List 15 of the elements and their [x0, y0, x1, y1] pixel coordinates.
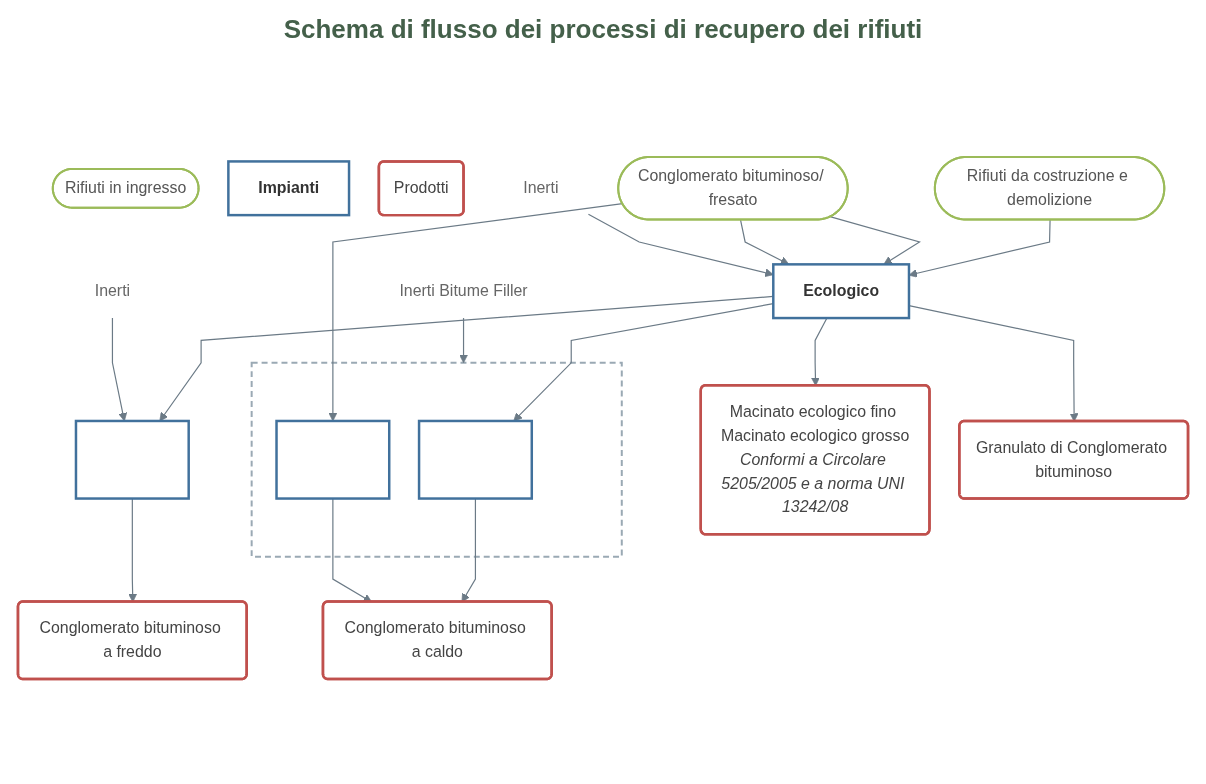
node-text: Inerti	[94, 282, 131, 300]
diagram-title: Schema di flusso dei processi di recupero dei rifiuti	[282, 14, 924, 45]
node-text: Inerti Bitume Filler	[399, 282, 528, 300]
node-box: Ecologico	[772, 263, 911, 320]
node-box	[275, 419, 391, 500]
arrow	[459, 317, 468, 364]
node-box: Impianti	[227, 160, 351, 217]
arrow	[587, 213, 774, 278]
cluster	[250, 361, 623, 558]
node-box	[417, 419, 534, 500]
node-text: Inerti	[523, 179, 559, 197]
node-box	[74, 419, 190, 500]
arrow	[830, 216, 921, 265]
arrow	[908, 219, 1051, 278]
arrow	[739, 219, 790, 265]
